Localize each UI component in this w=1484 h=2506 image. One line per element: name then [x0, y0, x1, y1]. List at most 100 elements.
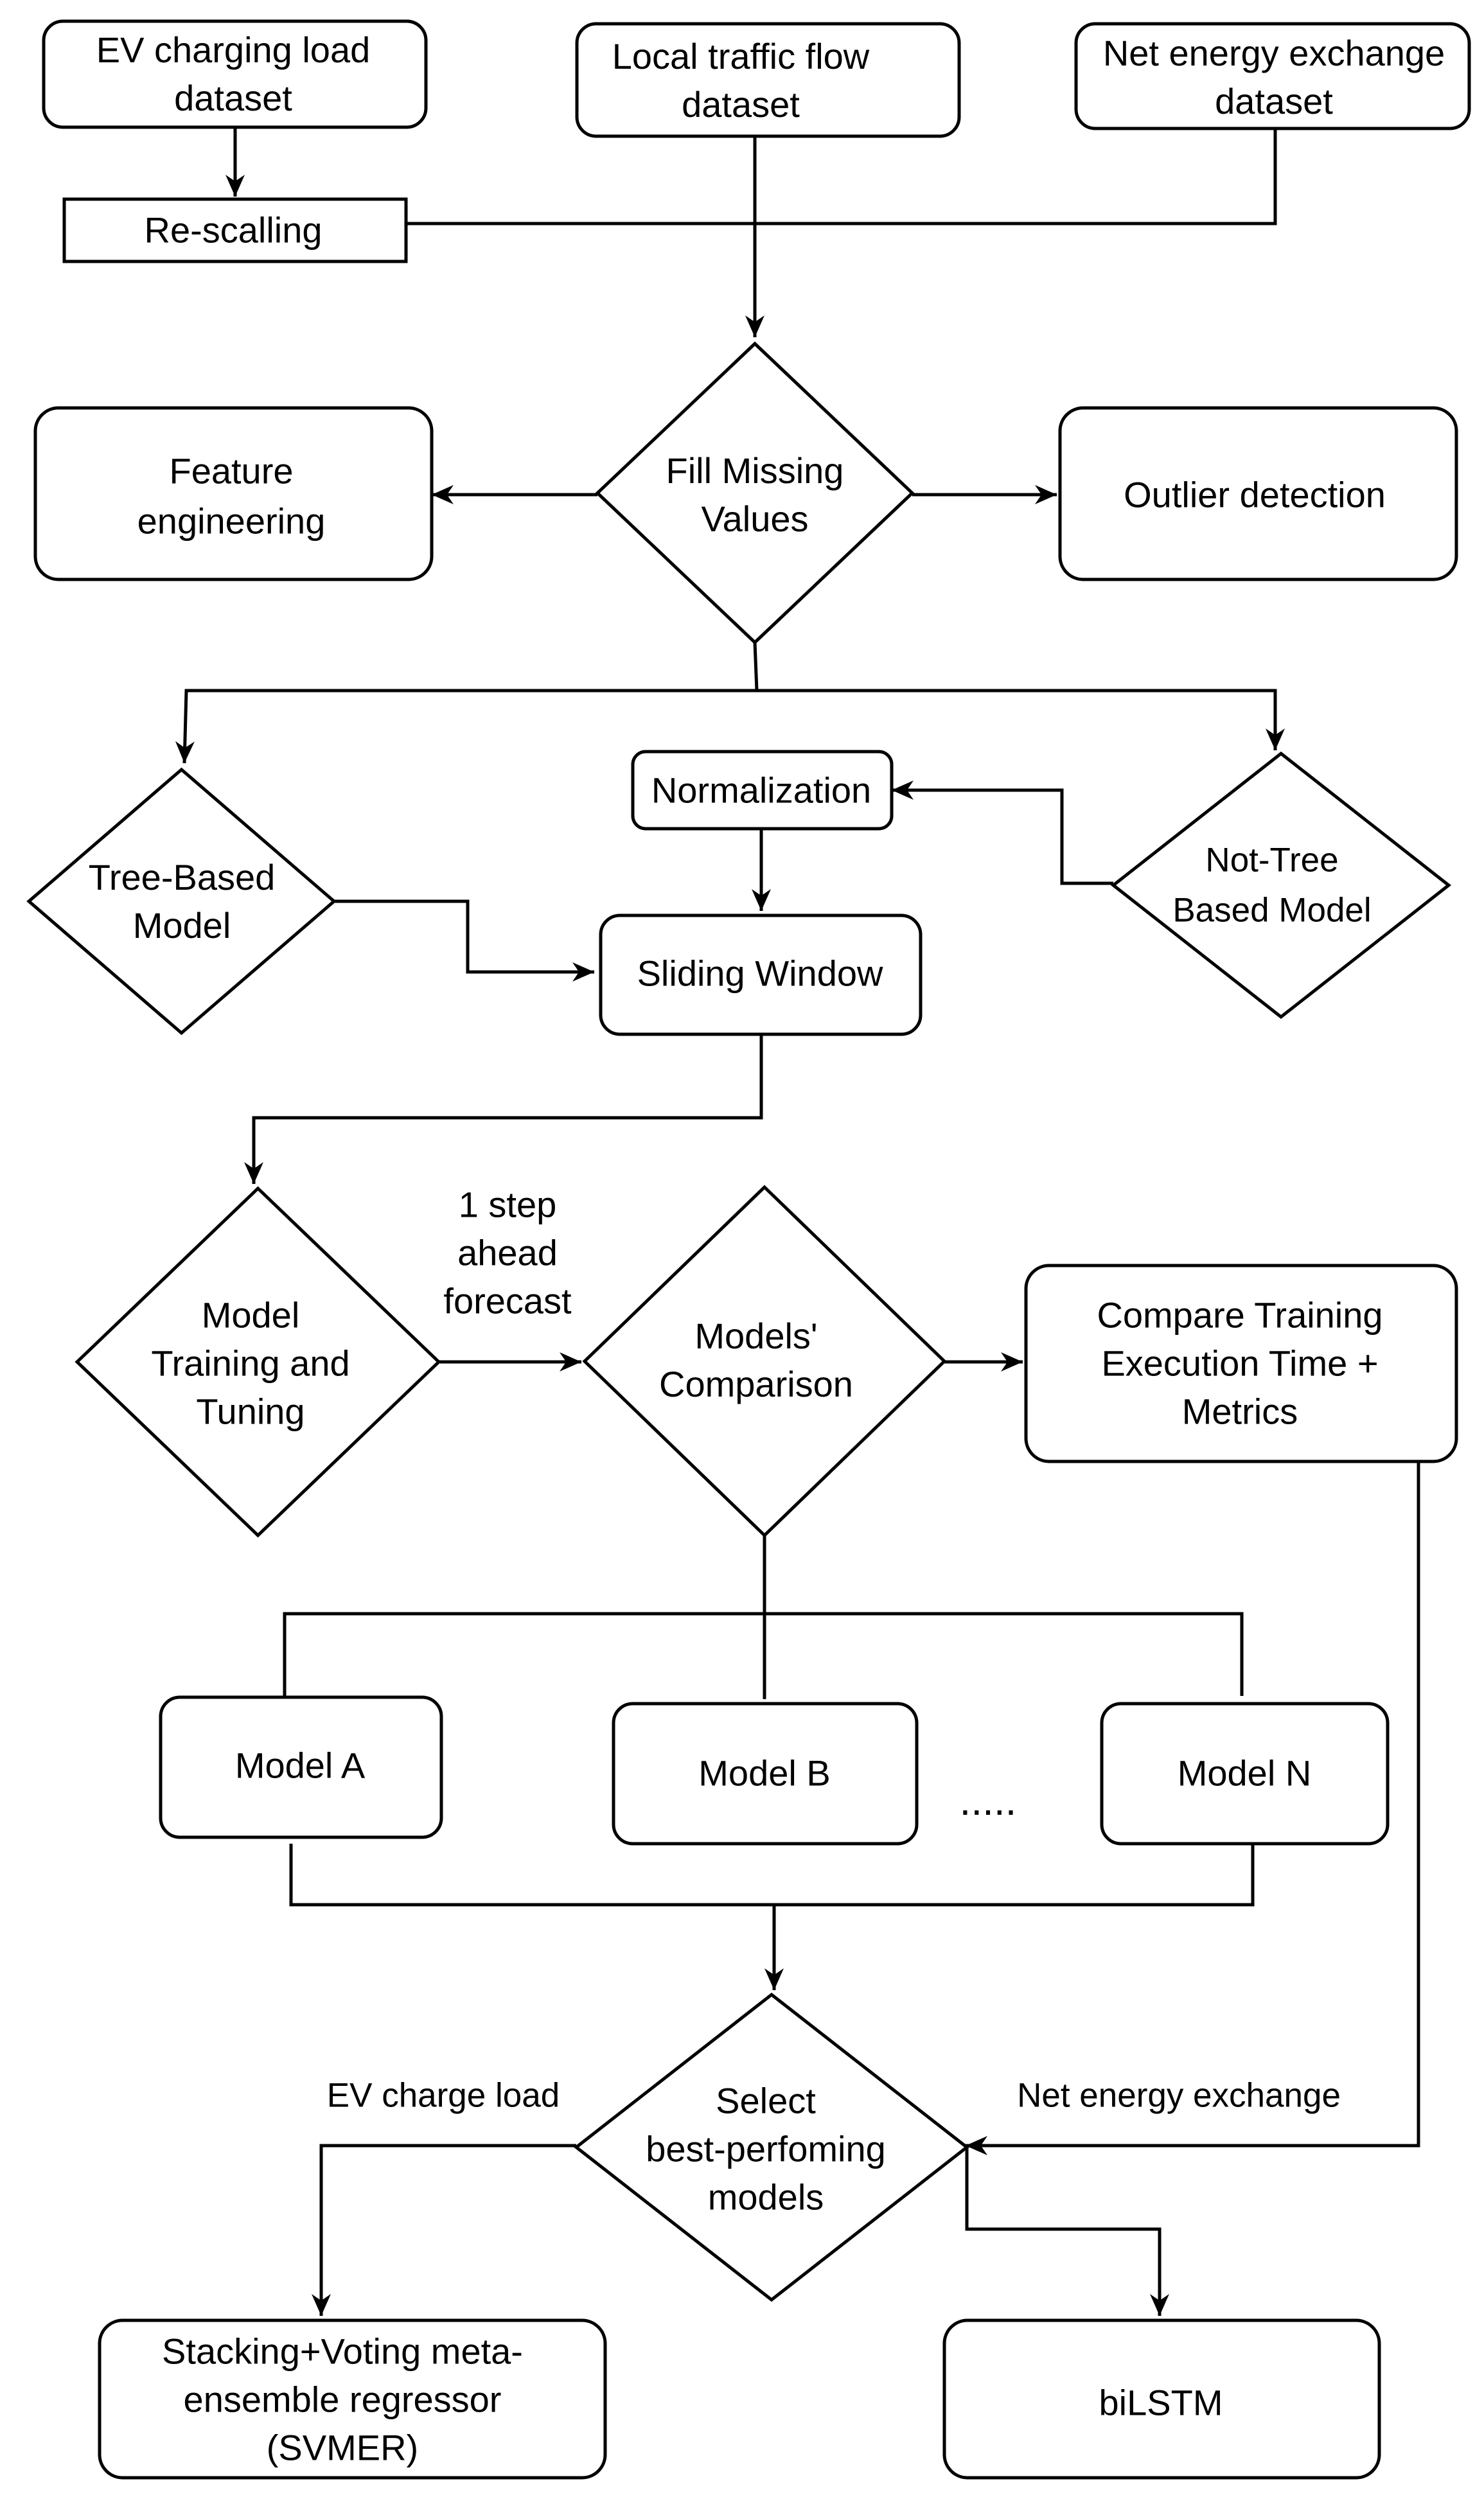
tree-based-label-line-2: Model — [133, 905, 231, 946]
net-dataset-label-line-2: dataset — [1215, 81, 1333, 121]
connector-split-to-tree — [182, 689, 757, 764]
connectors — [175, 127, 1420, 2316]
models-comparison-label-line-2: Comparison — [659, 1364, 853, 1404]
model-a-label-line-1: Model A — [235, 1745, 366, 1786]
compare-training-shape — [1024, 1264, 1458, 1463]
connector-traffic-to-fill-arrowhead — [745, 315, 764, 337]
node-normalization: Normalization — [631, 750, 894, 831]
select-best-shape — [573, 1992, 970, 2302]
svmer-label-line-3: (SVMER) — [267, 2428, 418, 2468]
tree-based-label-line-1: Tree-Based — [89, 857, 276, 897]
connector-compare-to-select-arrowhead — [966, 2136, 987, 2155]
select-best-label-line-2: best-perfoming — [646, 2129, 886, 2169]
traffic-dataset-label-line-1: Local traffic flow — [612, 36, 870, 76]
connector-select-to-svmer — [319, 2144, 576, 2316]
node-svmer: Stacking+Voting meta-ensemble regressor (… — [98, 2318, 607, 2480]
sliding-window-label-line-1: Sliding Window — [637, 953, 883, 994]
edge-label-one-step-line-3: forecast — [443, 1281, 572, 1321]
model-a-shape — [159, 1695, 443, 1839]
net-dataset-shape — [1074, 22, 1471, 130]
edge-label-one-step-line-1: 1 step — [459, 1185, 557, 1225]
bilstm-label-line-1: biLSTM — [1099, 2383, 1223, 2423]
connector-fill-down — [753, 642, 759, 691]
traffic-dataset-shape — [575, 22, 961, 138]
connector-select-to-svmer-arrowhead — [312, 2294, 331, 2316]
model-training-label-line-3: Tuning — [196, 1391, 305, 1432]
edge-label-ev-charge-load-line-1: EV charge load — [327, 2077, 560, 2115]
compare-training-label-line-1: Compare Training — [1097, 1295, 1382, 1336]
traffic-dataset-label-line-2: dataset — [682, 84, 800, 125]
node-net-dataset: Net energy exchange dataset — [1074, 22, 1471, 130]
connector-split-to-nottree — [757, 689, 1277, 750]
model-n-label-line-1: Model N — [1178, 1753, 1312, 1794]
fill-missing-label-line-2: Values — [701, 499, 808, 539]
connector-net-to-merge — [755, 128, 1277, 225]
outlier-detection-shape — [1058, 406, 1458, 581]
svmer-shape — [98, 2318, 607, 2480]
connector-nottree-to-normalization — [892, 788, 1113, 885]
not-tree-based-label-line-1: Not-Tree — [1205, 842, 1338, 879]
connector-tree-to-sliding — [334, 899, 594, 974]
tree-based-shape — [26, 767, 337, 1036]
connector-select-to-bilstm — [965, 2146, 1162, 2316]
outlier-detection-label-line-1: Outlier detection — [1124, 475, 1386, 515]
not-tree-based-label-line-2: Based Model — [1172, 892, 1371, 930]
feature-engineering-label-line-1: Feature — [170, 451, 294, 491]
node-models-comparison: Models'Comparison — [582, 1185, 947, 1538]
feature-engineering-label-line-2: engineering — [137, 501, 326, 542]
node-bilstm: biLSTM — [942, 2318, 1381, 2480]
connector-training-to-comparison-arrowhead — [560, 1352, 581, 1372]
connector-tree-to-sliding-arrowhead — [572, 962, 594, 982]
ev-dataset-label-line-1: EV charging load — [96, 30, 371, 70]
connector-sliding-to-training — [252, 1034, 763, 1184]
model-training-shape — [75, 1186, 441, 1538]
normalization-label-line-1: Normalization — [651, 770, 871, 811]
connector-select-to-bilstm-arrowhead — [1150, 2294, 1169, 2316]
node-traffic-dataset: Local traffic flow dataset — [575, 22, 961, 138]
not-tree-based-shape — [1110, 751, 1452, 1019]
connector-split-to-tree-arrowhead — [175, 741, 195, 763]
model-training-label-line-2: Training and — [151, 1343, 349, 1384]
connector-compare-to-select — [966, 1461, 1420, 2148]
connector-ev-to-rescaling-arrowhead — [225, 175, 245, 197]
fill-missing-label-line-1: Fill Missing — [666, 450, 844, 491]
sliding-window-shape — [599, 913, 923, 1036]
svmer-label-line-1: Stacking+Voting meta- — [162, 2331, 523, 2372]
connector-fill-to-feature-arrowhead — [432, 485, 454, 504]
rescaling-label-line-1: Re-scalling — [145, 210, 322, 251]
edge-label-ev-charge-load: EV charge load — [327, 2077, 560, 2115]
compare-training-label-line-3: Metrics — [1182, 1391, 1298, 1432]
model-n-shape — [1100, 1702, 1390, 1846]
bilstm-shape — [942, 2318, 1381, 2480]
node-rescaling: Re-scalling — [62, 197, 408, 263]
edge-label-net-energy-exchange: Net energy exchange — [1017, 2077, 1341, 2115]
model-b-shape — [612, 1702, 919, 1846]
models-ellipsis: ..... — [960, 1778, 1017, 1824]
connector-normalization-to-sliding-arrowhead — [752, 889, 771, 911]
net-dataset-label-line-1: Net energy exchange — [1103, 33, 1445, 73]
model-b-label-line-1: Model B — [698, 1753, 830, 1794]
connector-nottree-to-normalization-arrowhead — [892, 781, 914, 800]
connector-sliding-to-training-arrowhead — [244, 1162, 263, 1184]
select-best-label-line-3: models — [708, 2177, 824, 2218]
svmer-label-line-2: ensemble regressor — [184, 2379, 502, 2420]
edge-label-net-energy-exchange-line-1: Net energy exchange — [1017, 2077, 1341, 2115]
connector-comparison-to-compare-arrowhead — [1001, 1352, 1023, 1372]
models-comparison-shape — [582, 1185, 947, 1538]
node-outlier-detection: Outlier detection — [1058, 406, 1458, 581]
node-model-a: Model A — [159, 1695, 443, 1839]
compare-training-label-line-2: Execution Time + — [1101, 1343, 1378, 1384]
rescaling-shape — [62, 197, 408, 263]
node-model-n: Model N — [1100, 1702, 1390, 1846]
node-model-b: Model B — [612, 1702, 919, 1846]
